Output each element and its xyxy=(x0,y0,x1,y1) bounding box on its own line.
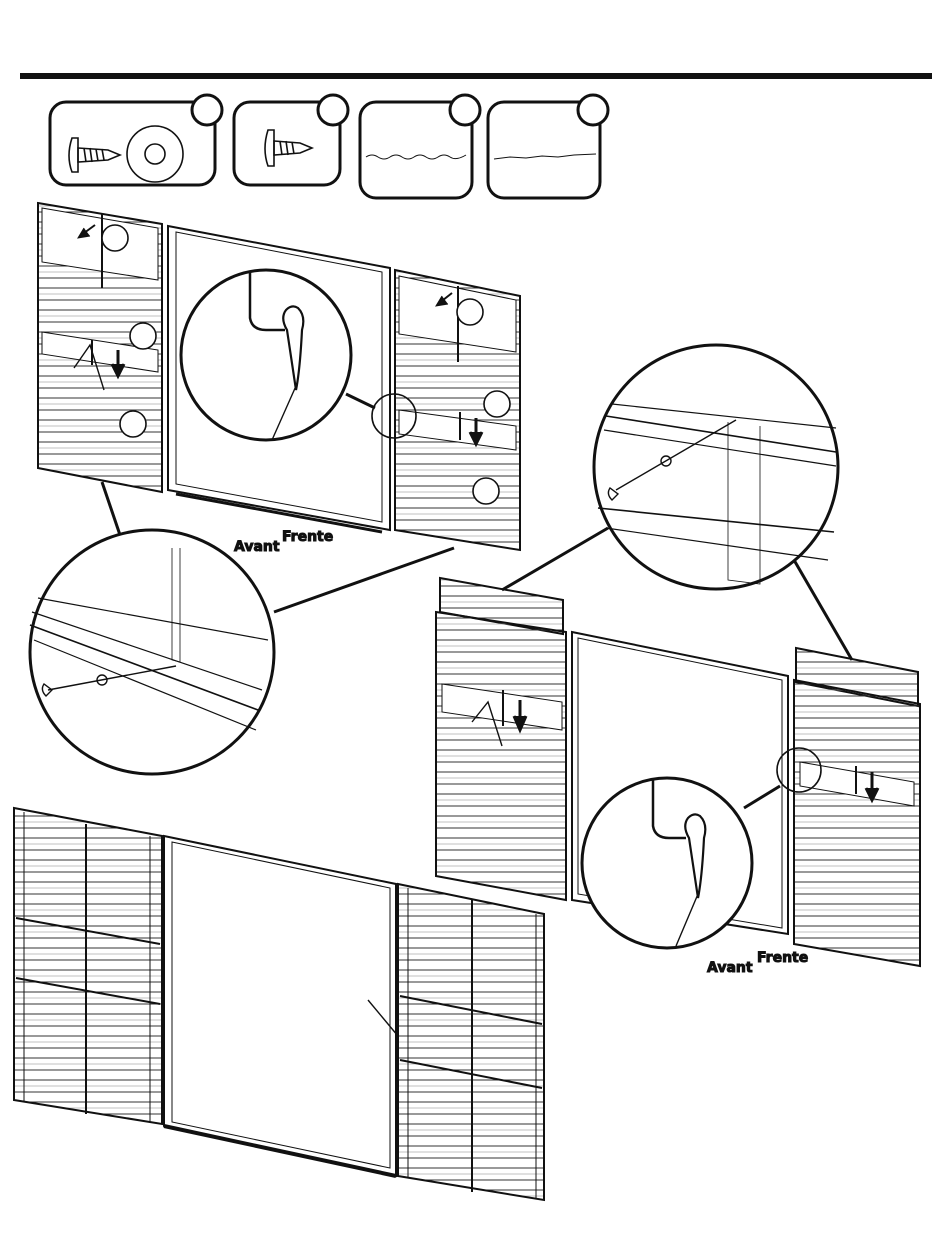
parts-row xyxy=(50,95,608,198)
part-box-screw-washer xyxy=(50,95,222,185)
wall-panel-cap-icon xyxy=(366,155,466,159)
left-panel xyxy=(436,578,566,900)
right-panel xyxy=(794,648,920,966)
washer-icon xyxy=(127,126,183,182)
right-panel xyxy=(395,270,520,550)
label-avant-2: Avant xyxy=(707,960,753,976)
part-box-screw xyxy=(234,95,348,185)
screw-detail-1 xyxy=(30,530,274,774)
left-panel xyxy=(38,203,162,492)
label-avant-1: Avant xyxy=(234,539,280,555)
left-panel xyxy=(14,808,162,1124)
screw-icon xyxy=(265,130,312,166)
screw-detail-2 xyxy=(594,345,838,589)
label-frente-1: Frente xyxy=(282,529,333,545)
wall-panel-trim-icon xyxy=(494,154,596,159)
header-rule xyxy=(20,73,932,79)
part-box-cap xyxy=(360,95,480,198)
label-frente-2: Frente xyxy=(757,950,808,966)
screw-icon xyxy=(69,138,120,172)
door-opening xyxy=(164,836,396,1176)
part-box-trim xyxy=(488,95,608,198)
hook-detail-2 xyxy=(582,778,752,948)
hook-detail-1 xyxy=(181,270,351,440)
